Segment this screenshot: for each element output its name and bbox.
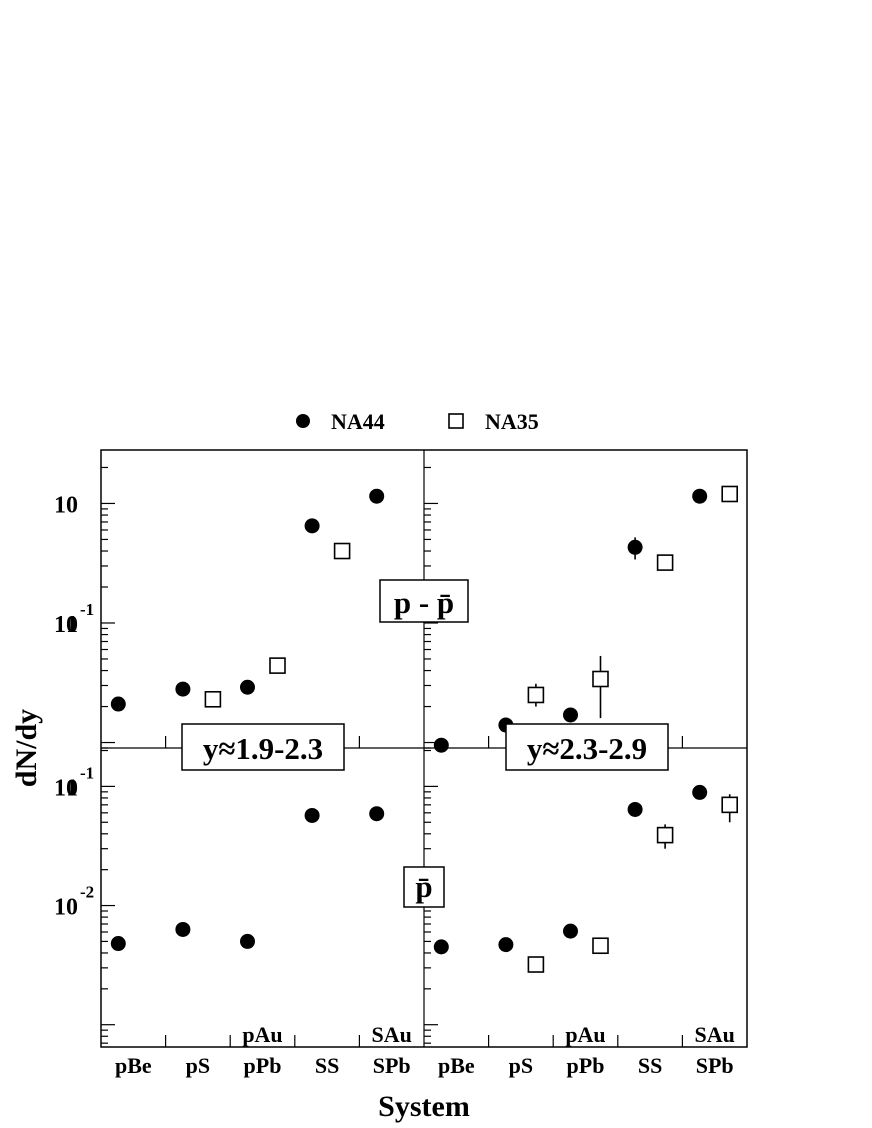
row-label-bottom-text: p̄ [415,869,432,904]
y-tick-label-bottom-2: 1 [66,775,78,801]
column-label-left-box [181,723,345,771]
y-tick-label-top-0: 10 [54,612,78,638]
legend-na35-marker [448,413,464,429]
row-label-top: p - p̄ [379,579,469,623]
point-top-left-na35-pPb [269,657,286,674]
column-label-left: y≈1.9-2.3 [181,723,345,771]
point-top-right-na44-SPb [692,488,708,504]
point-bottom-right-na35-pS [527,956,545,973]
row-label-top-box [379,579,469,623]
point-top-right-na44-pPb [563,707,578,723]
legend-na44-label: NA44 [331,409,385,434]
point-bottom-right-na44-SPb [692,784,708,800]
point-bottom-right-na35-SPb [721,796,739,814]
x-tick-label-alt-right-pPb: pAu [565,1022,605,1047]
legend-na44-marker [296,414,310,428]
x-tick-label-right-SPb: SPb [696,1053,734,1078]
y-tick-label-exp-top-0: -1 [80,600,94,619]
x-tick-label-left-SS: SS [315,1053,339,1078]
x-tick-label-alt-left-pPb: pAu [242,1022,282,1047]
column-label-right-box [505,723,669,771]
y-tick-label-top-2: 10 [54,492,78,518]
point-top-left-na35-pS [204,690,222,708]
x-tick-label-right-pS: pS [509,1053,533,1078]
x-tick-label-left-pPb: pPb [244,1053,282,1078]
y-tick-label-bottom-0: 10 [54,895,78,921]
x-tick-label-alt-right-SPb: SAu [695,1022,735,1047]
legend-na35-label: NA35 [485,409,539,434]
y-tick-label-exp-bottom-0: -2 [80,883,94,902]
point-top-left-na44-pPb [240,679,255,695]
x-tick-label-left-SPb: SPb [373,1053,411,1078]
point-top-left-na44-pS [175,681,191,697]
column-label-right: y≈2.3-2.9 [505,723,669,771]
row-label-bottom-box [403,866,445,908]
column-label-left-text: y≈1.9-2.3 [203,731,323,766]
row-label-bottom: p̄ [403,866,445,908]
x-tick-label-alt-left-SPb: SAu [372,1022,412,1047]
point-bottom-left-na44-pBe [110,936,126,952]
row-label-top-text: p - p̄ [394,585,454,620]
y-tick-label-exp-bottom-1: -1 [80,763,94,782]
point-bottom-left-na44-pS [175,921,191,937]
x-tick-label-left-pS: pS [186,1053,210,1078]
point-top-left-na44-SPb [369,488,385,504]
point-top-right-na44-pBe [433,737,449,753]
point-bottom-right-na44-pPb [563,923,578,939]
point-bottom-left-na44-SPb [369,806,385,822]
point-bottom-left-na44-pPb [240,933,255,949]
point-bottom-right-na44-SS [627,801,643,817]
point-top-left-na44-SS [304,518,320,534]
x-tick-label-right-SS: SS [638,1053,662,1078]
data-marks [110,485,739,973]
point-top-right-na44-SS [627,539,643,555]
point-top-left-na35-SS [333,542,351,560]
point-top-right-na35-SS [656,554,674,571]
point-top-right-na35-pPb [592,670,609,688]
point-top-right-na35-pS [527,686,545,704]
point-top-left-na44-pBe [110,696,126,712]
y-tick-label-top-1: 1 [66,612,78,638]
x-tick-label-left-pBe: pBe [115,1053,152,1078]
y-tick-label-bottom-1: 10 [54,775,78,801]
y-axis-title: dN/dy [10,709,43,787]
column-label-right-text: y≈2.3-2.9 [527,731,647,766]
point-bottom-right-na44-pBe [433,939,449,955]
legend: NA44 NA35 [296,409,539,434]
x-tick-label-right-pPb: pPb [567,1053,605,1078]
x-tick-label-right-pBe: pBe [438,1053,475,1078]
point-bottom-right-na35-pPb [592,937,609,955]
point-bottom-left-na44-SS [304,807,320,823]
point-bottom-right-na44-pS [498,937,514,953]
point-top-right-na35-SPb [721,485,739,503]
x-axis-title: System [378,1090,470,1123]
point-bottom-right-na35-SS [656,826,674,844]
